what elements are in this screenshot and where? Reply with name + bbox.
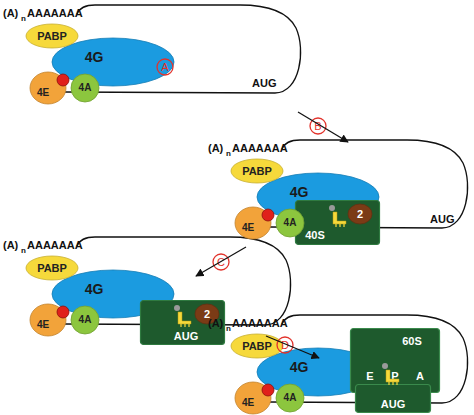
- sequence-label: AUG: [252, 78, 276, 89]
- node-label: 4E: [242, 223, 254, 233]
- ribosome-subunit: AUG: [355, 384, 431, 413]
- step-letter: B: [309, 117, 327, 135]
- step-arrow: [196, 247, 246, 276]
- shape-outline: [52, 38, 174, 86]
- factor-shape: 4A: [71, 306, 99, 334]
- factor-shape: 4A: [276, 209, 304, 237]
- ribosome-subunit: 40S 2: [295, 200, 380, 245]
- factor-shape: 4G: [52, 38, 174, 86]
- node-label: 4E: [242, 398, 254, 408]
- sequence-label: n: [226, 150, 231, 158]
- factor-shape: PABP: [231, 159, 283, 183]
- node-label: PABP: [37, 263, 67, 274]
- step-arrow: [298, 112, 348, 142]
- factor-shape: PABP: [231, 334, 283, 358]
- sequence-label: n: [226, 325, 231, 333]
- node-label: A: [161, 62, 168, 73]
- node-label: 4A: [79, 315, 92, 325]
- sequence-label: (A): [3, 240, 18, 251]
- factor-shape: 4A: [276, 384, 304, 412]
- factor-shape: 2: [348, 204, 372, 224]
- shape-outline: [350, 328, 440, 393]
- sequence-label: AAAAAAA: [27, 8, 83, 19]
- node-label: AUG: [381, 399, 405, 410]
- node-label: 40S: [305, 230, 325, 241]
- sequence-label: AAAAAAA: [27, 240, 83, 251]
- sequence-label: (A): [208, 143, 223, 154]
- sequence-label: AAAAAAA: [232, 143, 288, 154]
- node-label: AUG: [174, 331, 198, 342]
- step-letter: A: [156, 58, 174, 76]
- node-label: 60S: [402, 336, 422, 347]
- step-letter: C: [212, 253, 230, 271]
- factor-shape: PABP: [26, 256, 78, 280]
- node-label: 4G: [85, 50, 104, 64]
- node-label: 4G: [290, 360, 309, 374]
- node-label: 4G: [85, 282, 104, 296]
- factor-shape: 4E: [30, 72, 66, 104]
- node-label: 4A: [284, 393, 297, 403]
- node-label: E: [366, 371, 373, 382]
- node-label: 2: [357, 209, 363, 220]
- node-label: 4G: [290, 185, 309, 199]
- node-label: P: [391, 371, 398, 382]
- node-label: B: [314, 121, 321, 132]
- node-label: 4E: [37, 320, 49, 330]
- ribosome-subunit: 60S E P A: [350, 328, 440, 393]
- node-label: 4A: [284, 218, 297, 228]
- node-label: A: [416, 371, 424, 382]
- sequence-label: n: [21, 247, 26, 255]
- node-label: C: [217, 257, 225, 268]
- factor-shape: PABP: [26, 24, 78, 48]
- sequence-label: AAAAAAA: [232, 318, 288, 329]
- sequence-label: AUG: [430, 214, 454, 225]
- factor-shape: 4E: [235, 382, 271, 414]
- sequence-label: (A): [208, 318, 223, 329]
- node-label: PABP: [37, 31, 67, 42]
- sequence-label: n: [21, 15, 26, 23]
- node-label: PABP: [242, 341, 272, 352]
- factor-shape: 4A: [71, 74, 99, 102]
- factor-shape: 4E: [235, 207, 271, 239]
- node-label: D: [281, 340, 289, 351]
- node-label: 4A: [79, 83, 92, 93]
- step-letter: D: [276, 336, 294, 354]
- node-label: PABP: [242, 166, 272, 177]
- factor-shape: 4E: [30, 304, 66, 336]
- node-label: 4E: [37, 88, 49, 98]
- sequence-label: (A): [3, 8, 18, 19]
